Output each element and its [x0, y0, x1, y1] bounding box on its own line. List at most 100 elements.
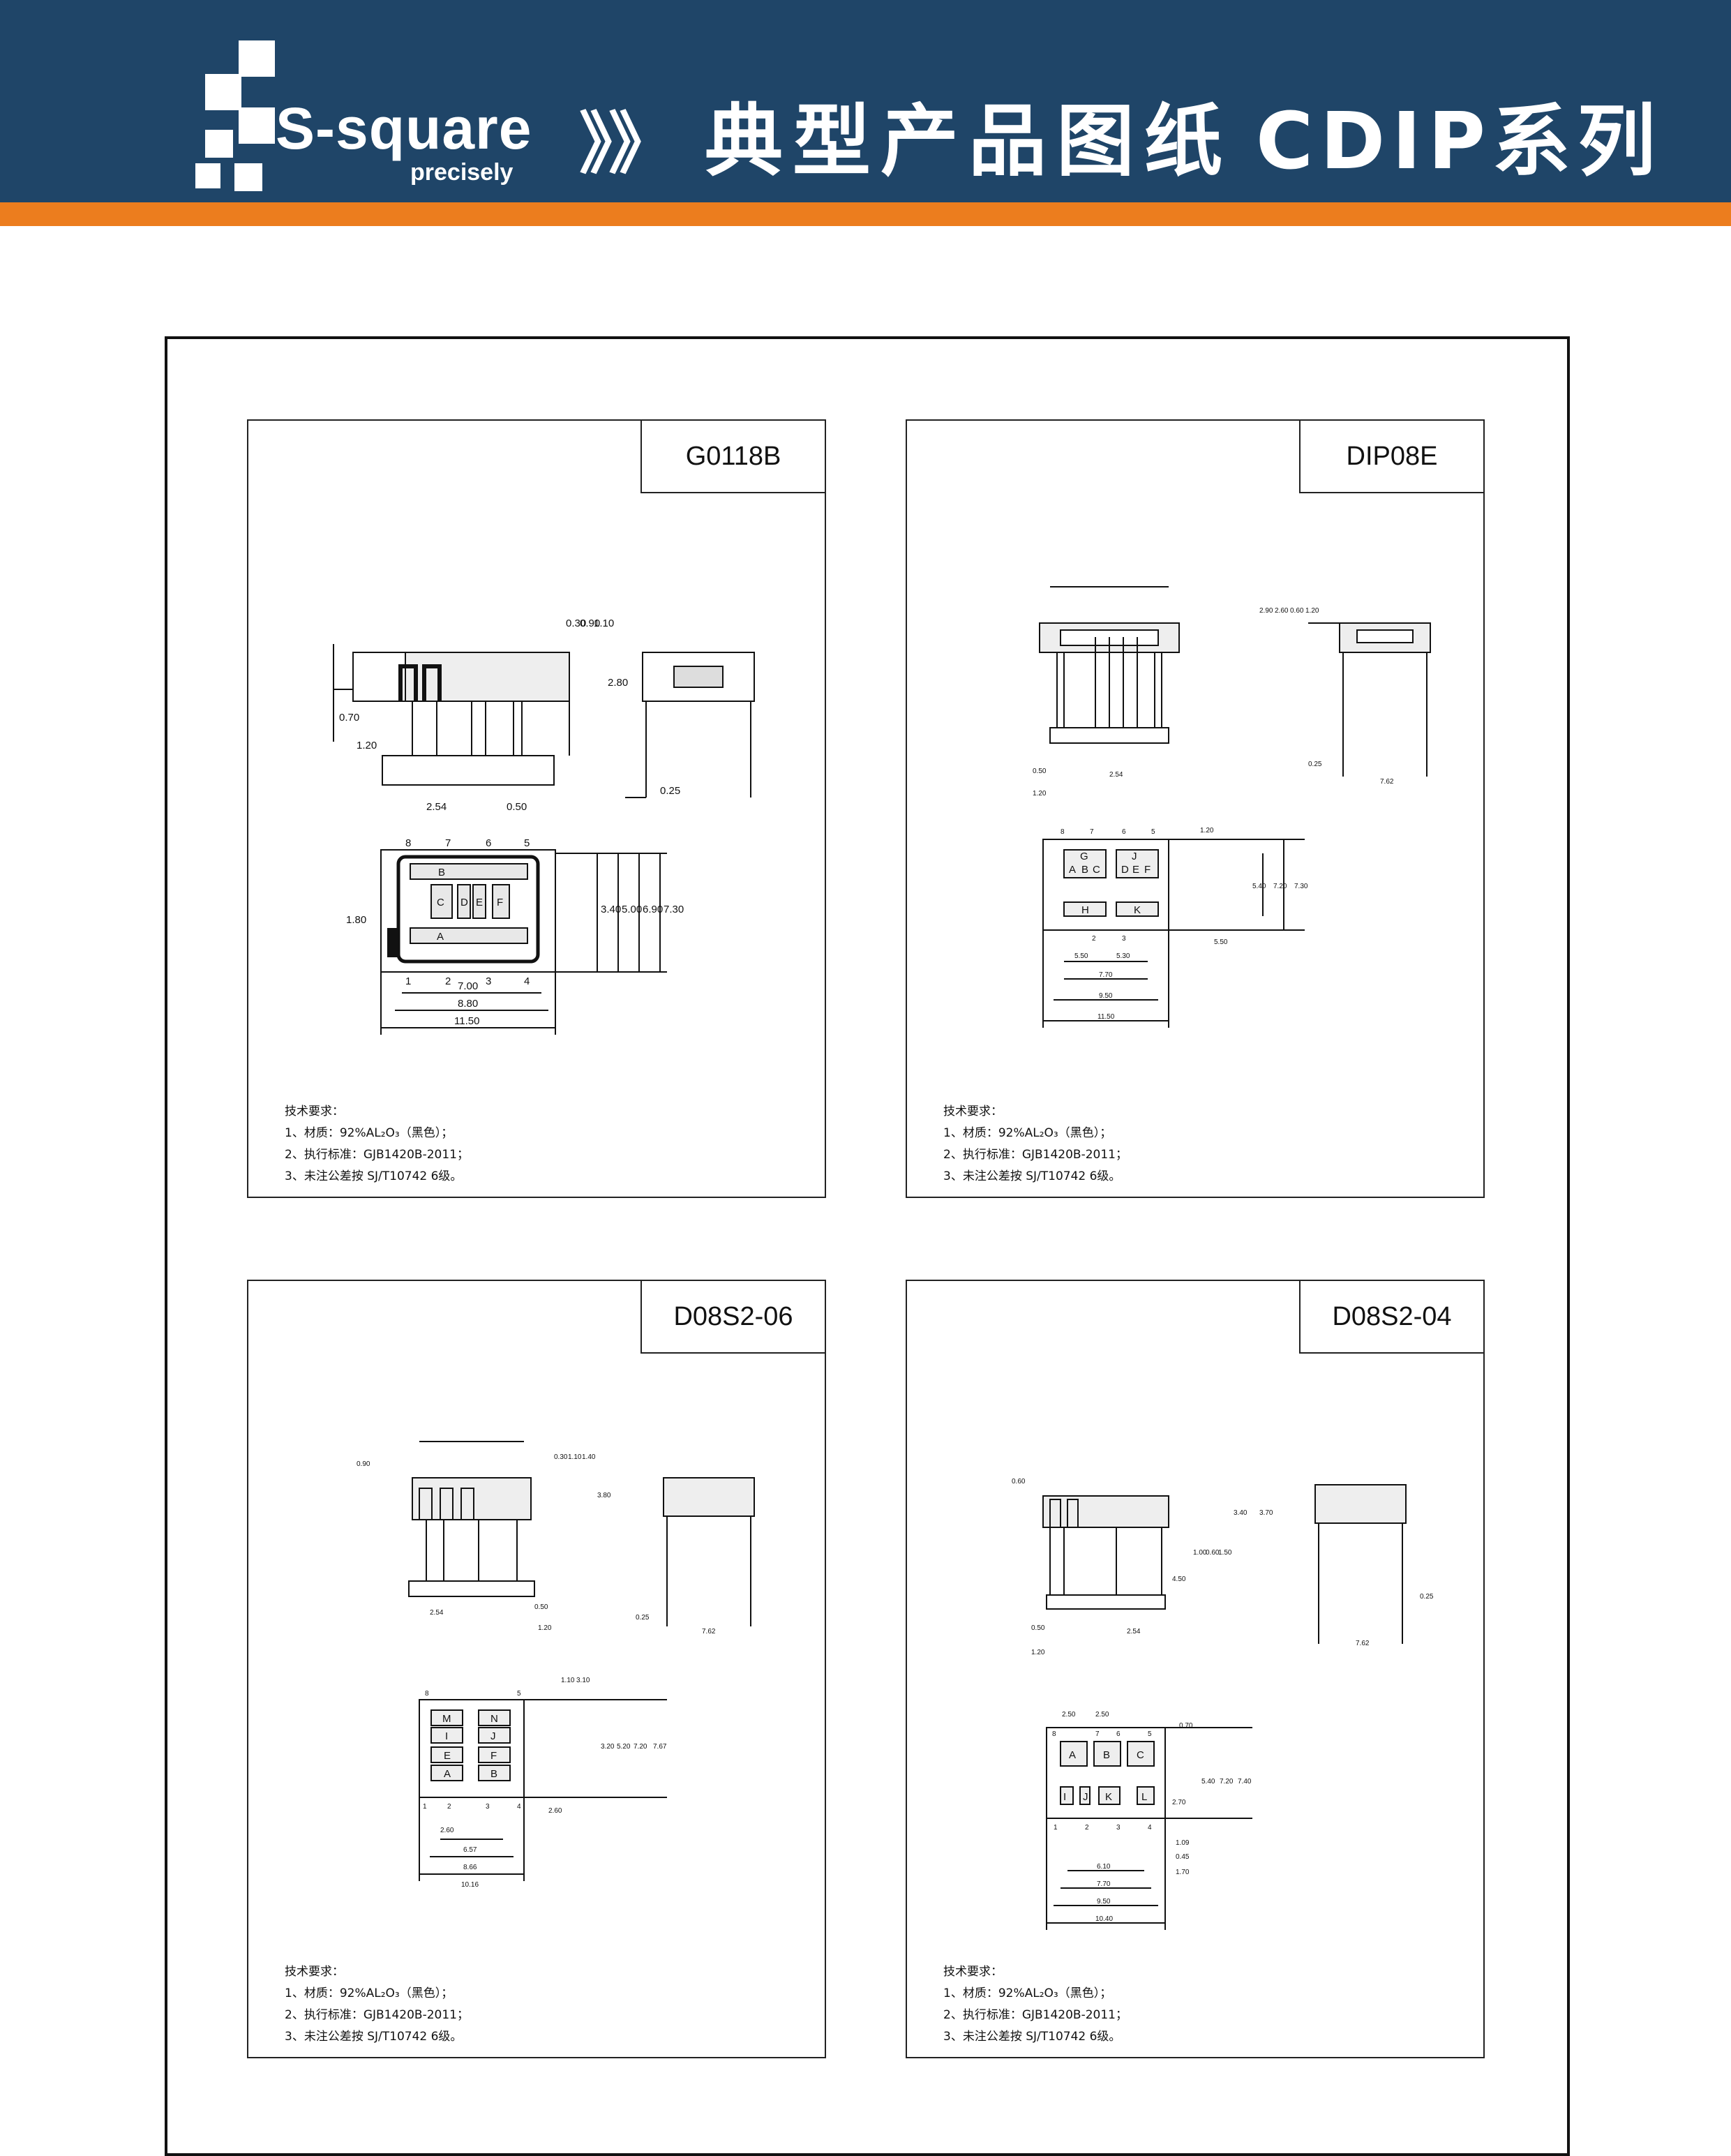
- dim-label: 0.90: [580, 617, 600, 629]
- dim-label: 2.54: [1127, 1628, 1141, 1635]
- pad-label: J: [490, 1730, 496, 1742]
- dim-label: 7.00: [458, 980, 478, 992]
- dim-label: 1.10: [561, 1677, 575, 1684]
- dim-label: 2.50: [1095, 1711, 1109, 1719]
- technical-drawing: 2.90 2.60 0.60 1.20 0.25 7.62 0.50 1.20 …: [1033, 586, 1431, 1028]
- square-blocks-logo-icon: [195, 40, 275, 191]
- notes-line: 1、材质：92%AL₂O₃（黑色）；: [285, 1986, 454, 2000]
- pin-number: 1: [1054, 1824, 1058, 1832]
- dim-label: 1.40: [582, 1453, 596, 1461]
- technical-drawing: 0.90 0.30 1.10 1.40 3.80 2.54 0.50 1.20 …: [357, 1441, 755, 1889]
- notes-line: 2、执行标准：GJB1420B-2011；: [285, 1148, 469, 1162]
- dim-label: 10.16: [461, 1881, 479, 1889]
- dim-label: 2.54: [426, 801, 447, 813]
- dim-label: 1.10: [568, 1453, 582, 1461]
- pad-label: H: [1081, 904, 1089, 916]
- technical-notes: 技术要求： 1、材质：92%AL₂O₃（黑色）； 2、执行标准：GJB1420B…: [285, 1101, 469, 1188]
- dim-label: 0.90: [357, 1460, 370, 1468]
- dim-label: 0.70: [1179, 1722, 1193, 1730]
- technical-drawing: 0.60 3.40 3.70 1.00 0.60 1.50 4.50 0.50 …: [1012, 1478, 1434, 1930]
- dim-label: 0.25: [660, 785, 680, 797]
- notes-line: 3、未注公差按 SJ/T10742 6级。: [943, 1169, 1121, 1183]
- pad-label: E: [444, 1750, 451, 1762]
- pad-label: G: [1080, 851, 1088, 862]
- brand-tagline: precisely: [410, 159, 514, 186]
- dim-label: 0.50: [534, 1603, 548, 1611]
- dim-label: 8.80: [458, 998, 478, 1010]
- dim-label: 2.80: [608, 677, 628, 689]
- pad-label: C: [1093, 864, 1100, 876]
- dim-label: 1.50: [1218, 1549, 1232, 1557]
- dim-label: 1.20: [1305, 607, 1319, 615]
- dim-label: 6.10: [1097, 1863, 1111, 1871]
- dim-label: 2.50: [1062, 1711, 1076, 1719]
- technical-drawing: 2.54 0.50 0.25 1.20 0.30 0.90 1.10 2.80 …: [333, 617, 755, 1035]
- dim-label: 0.50: [1031, 1624, 1045, 1632]
- dim-label: 2.54: [1109, 771, 1123, 779]
- dim-label: 2.70: [1172, 1799, 1186, 1806]
- pad-label: E: [1132, 864, 1139, 876]
- series-title: CDIP系列: [1256, 96, 1663, 187]
- dim-label: 3.80: [597, 1492, 611, 1499]
- dim-label: 0.30: [566, 617, 586, 629]
- pad-label: J: [1132, 851, 1137, 862]
- pin-number: 5: [517, 1690, 521, 1698]
- technical-notes: 技术要求： 1、材质：92%AL₂O₃（黑色）； 2、执行标准：GJB1420B…: [943, 1101, 1127, 1188]
- dim-label: 11.50: [1097, 1013, 1115, 1021]
- notes-heading: 技术要求：: [285, 1105, 344, 1118]
- dim-label: 3.20: [601, 1743, 615, 1751]
- notes-line: 2、执行标准：GJB1420B-2011；: [285, 2008, 469, 2022]
- header-bar: [0, 0, 1731, 202]
- pad-label: B: [438, 867, 445, 878]
- pin-number: 2: [445, 975, 451, 987]
- dim-label: 0.50: [507, 801, 527, 813]
- dim-label: 5.30: [1116, 952, 1130, 960]
- part-code: G0118B: [640, 421, 825, 493]
- dim-label: 2.54: [430, 1609, 444, 1617]
- pad-label: E: [476, 897, 483, 908]
- pin-number: 7: [445, 837, 451, 849]
- pin-number: 3: [486, 1803, 490, 1811]
- dim-label: 7.20: [1273, 883, 1287, 890]
- dim-label: 0.25: [1420, 1593, 1434, 1601]
- dim-label: 5.00: [622, 904, 642, 915]
- pin-number: 2: [447, 1803, 451, 1811]
- notes-line: 2、执行标准：GJB1420B-2011；: [943, 2008, 1127, 2022]
- pin-number: 1: [423, 1803, 427, 1811]
- notes-line: 1、材质：92%AL₂O₃（黑色）；: [943, 1126, 1112, 1140]
- pin-number: 2: [1092, 935, 1096, 943]
- part-code: DIP08E: [1299, 421, 1483, 493]
- pin-number: 3: [1116, 1824, 1121, 1832]
- pin-number: 6: [1122, 828, 1126, 836]
- pad-label: A: [444, 1768, 451, 1780]
- pin-number: 8: [405, 837, 411, 849]
- dim-label: 0.25: [1308, 761, 1322, 768]
- dim-label: 0.30: [554, 1453, 568, 1461]
- dim-label: 2.60: [548, 1807, 562, 1815]
- pin-number: 7: [1090, 828, 1094, 836]
- notes-line: 3、未注公差按 SJ/T10742 6级。: [285, 2030, 463, 2044]
- dim-label: 0.50: [1033, 768, 1047, 775]
- dim-label: 11.50: [454, 1015, 479, 1027]
- part-code: D08S2-04: [1299, 1281, 1483, 1354]
- notes-heading: 技术要求：: [943, 1965, 1003, 1979]
- pad-label: F: [490, 1750, 497, 1762]
- dim-label: 5.20: [617, 1743, 631, 1751]
- drawing-panel-d08s2-06: D08S2-06 0.90 0.30 1.10 1.40 3.80: [247, 1280, 826, 2058]
- dim-label: 1.70: [1176, 1869, 1190, 1876]
- pad-label: D: [460, 897, 468, 908]
- pad-label: A: [1069, 1749, 1076, 1761]
- dim-label: 1.80: [346, 914, 366, 926]
- pin-number: 4: [517, 1803, 521, 1811]
- pin-number: 4: [1148, 1824, 1152, 1832]
- pin-number: 6: [1116, 1730, 1121, 1738]
- chevron-arrows-icon: 》》: [579, 107, 675, 181]
- dim-label: 7.67: [653, 1743, 667, 1751]
- dim-label: 1.20: [538, 1624, 552, 1632]
- notes-line: 3、未注公差按 SJ/T10742 6级。: [943, 2030, 1121, 2044]
- dim-label: 0.25: [636, 1614, 650, 1622]
- drawing-panel-g0118b: G0118B: [247, 419, 826, 1198]
- dim-label: 7.70: [1099, 971, 1113, 979]
- dim-label: 7.40: [1238, 1778, 1252, 1786]
- pin-number: 8: [1052, 1730, 1056, 1738]
